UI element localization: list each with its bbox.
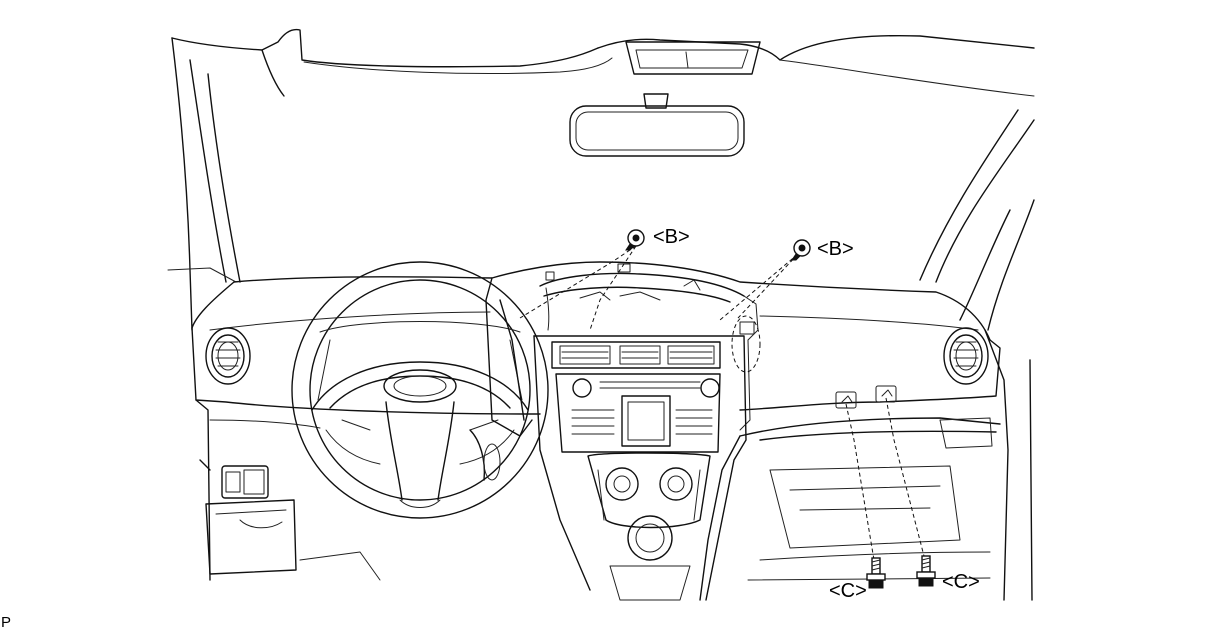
bolt-icon [866, 557, 886, 589]
center-cluster-bezel [485, 263, 759, 437]
clip-icon [625, 229, 645, 251]
rearview-mirror [569, 93, 745, 157]
steering-wheel [291, 261, 549, 519]
corner-code: P [1, 614, 12, 631]
callout-b-right: <B> [817, 238, 854, 260]
callout-b-left: <B> [653, 226, 690, 248]
left-lower-panel [205, 429, 501, 581]
center-stack [533, 335, 747, 601]
callout-c-left: <C> [829, 580, 867, 602]
roof-frame [171, 28, 1035, 97]
bolt-icon [916, 555, 936, 587]
a-pillars [167, 37, 1035, 601]
clip-icon [791, 239, 811, 261]
right-air-vent [943, 327, 989, 385]
leader-lines [519, 245, 925, 561]
left-air-vent [205, 327, 251, 385]
dash-clip-holes [835, 385, 897, 409]
callout-c-right: <C> [942, 571, 980, 593]
